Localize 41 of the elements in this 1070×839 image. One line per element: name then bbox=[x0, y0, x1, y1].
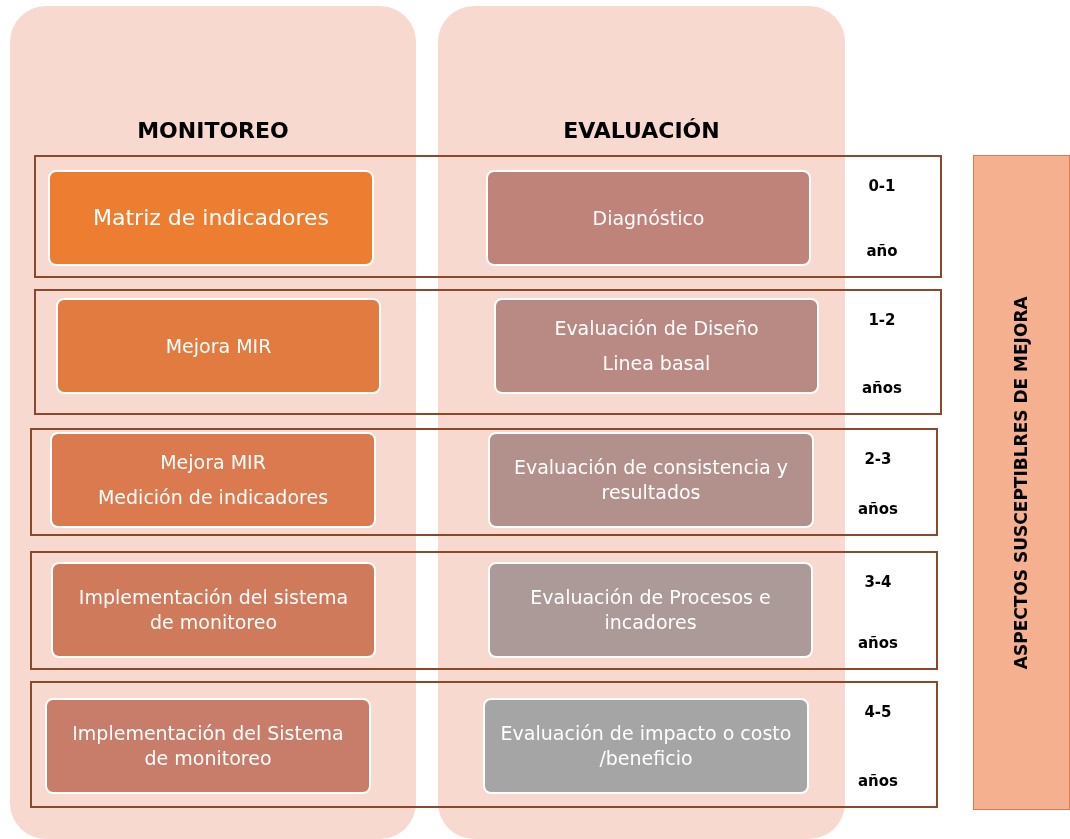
stage-box bbox=[51, 562, 376, 658]
stage-text: Medición de indicadores bbox=[97, 485, 329, 510]
year-label: años bbox=[857, 632, 898, 654]
year-label: años bbox=[861, 377, 902, 399]
side-label: ASPECTOS SUSCEPTIBLRES DE MEJORA bbox=[1009, 296, 1032, 669]
stage-text: Diagnóstico bbox=[592, 205, 705, 231]
stage-box bbox=[486, 170, 811, 266]
year-label: 3-4 bbox=[864, 572, 892, 593]
stage-text: Evaluación de Procesos e incadores bbox=[529, 585, 772, 635]
stage-text: Linea basal bbox=[602, 351, 711, 376]
year-label: 4-5 bbox=[864, 702, 892, 723]
stage-text: Evaluación de consistencia y resultados bbox=[512, 455, 790, 505]
row-frame bbox=[34, 155, 942, 278]
row-frame bbox=[30, 551, 938, 670]
stage-box bbox=[48, 170, 374, 266]
stage-box bbox=[494, 298, 819, 394]
stage-box bbox=[488, 562, 813, 658]
stage-text: Matriz de indicadores bbox=[93, 203, 329, 232]
row-frame bbox=[34, 289, 942, 415]
stage-text: Implementación del sistema de monitoreo bbox=[77, 585, 350, 635]
year-label: años bbox=[857, 770, 898, 792]
side-panel bbox=[973, 155, 1070, 810]
stage-box bbox=[45, 698, 371, 794]
stage-text: Implementación del Sistema de monitoreo bbox=[71, 721, 345, 771]
row-frame bbox=[30, 428, 938, 536]
column-heading: MONITOREO bbox=[136, 117, 290, 145]
stage-text: Evaluación de Diseño bbox=[554, 316, 759, 341]
stage-text: Evaluación de impacto o costo /beneficio bbox=[499, 721, 793, 771]
year-label: 1-2 bbox=[868, 310, 896, 331]
column-heading: EVALUACIÓN bbox=[562, 117, 721, 145]
row-frame bbox=[30, 681, 938, 808]
year-label: 0-1 bbox=[868, 176, 896, 197]
stage-box bbox=[56, 298, 381, 394]
stage-box bbox=[488, 432, 814, 528]
year-label: año bbox=[866, 240, 898, 262]
stage-box bbox=[483, 698, 809, 794]
stage-text: Mejora MIR bbox=[165, 333, 272, 359]
stage-text: Mejora MIR bbox=[160, 450, 266, 475]
year-label: años bbox=[857, 498, 898, 520]
stage-box bbox=[50, 432, 376, 528]
year-label: 2-3 bbox=[864, 449, 892, 470]
